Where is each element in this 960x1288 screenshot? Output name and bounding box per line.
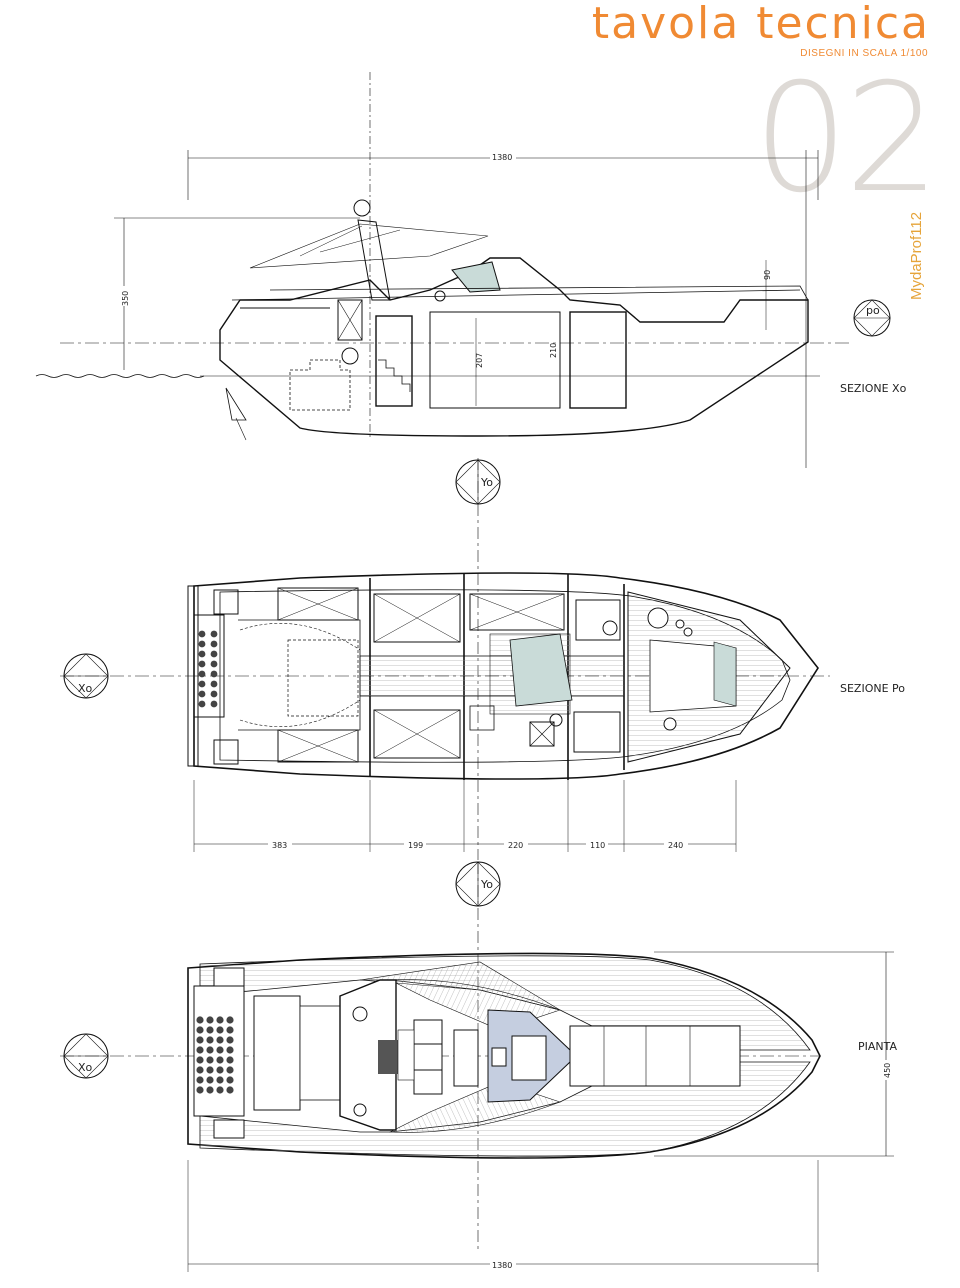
dim-seg-2: 199 [408, 841, 423, 850]
marker-yo-1: Yo [480, 476, 493, 489]
dim-mast: 90 [763, 270, 772, 280]
label-section-x: SEZIONE Xo [840, 382, 907, 395]
dim-length-bottom: 1380 [492, 1261, 512, 1270]
plan-seat-cushions [196, 1016, 234, 1094]
sheet-subtitle: DISEGNI IN SCALA 1/100 [800, 48, 928, 59]
dim-height: 350 [121, 291, 130, 306]
marker-yo-2: Yo [480, 878, 493, 891]
label-plan: PIANTA [858, 1040, 897, 1053]
sheet-number: 02 [753, 52, 940, 226]
dim-seg-4: 110 [590, 841, 605, 850]
dim-seg-1: 383 [272, 841, 287, 850]
marker-po: po [866, 304, 880, 317]
marker-xo-2: Xo [78, 1061, 93, 1074]
dim-seg-3: 220 [508, 841, 523, 850]
section-x-view [35, 72, 891, 468]
dim-h2: 210 [549, 343, 558, 358]
dim-length-top: 1380 [492, 153, 512, 162]
dim-beam: 450 [883, 1063, 892, 1078]
sheet-title: tavola tecnica [591, 0, 930, 49]
dim-seg-5: 240 [668, 841, 683, 850]
label-section-p: SEZIONE Po [840, 682, 905, 695]
plan-view [60, 861, 894, 1272]
seat-cushions [198, 630, 218, 708]
marker-xo-1: Xo [78, 682, 93, 695]
labels: 1380 350 90 207 210 SEZIONE Xo po SEZION… [78, 150, 907, 1270]
dim-h1: 207 [475, 353, 484, 368]
section-p-view [60, 458, 830, 860]
